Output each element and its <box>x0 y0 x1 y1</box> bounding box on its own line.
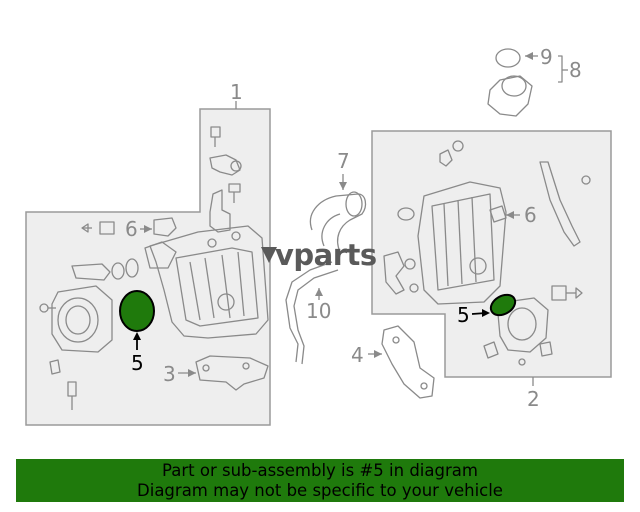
callout-7: 7 <box>337 149 350 173</box>
callout-8: 8 <box>569 58 582 82</box>
callout-5-left: 5 <box>131 351 144 375</box>
gasket-5-left[interactable] <box>119 290 155 332</box>
callout-6-left: 6 <box>125 217 138 241</box>
banner-line-2: Diagram may not be specific to your vehi… <box>137 481 503 500</box>
callout-1: 1 <box>230 80 243 104</box>
callout-9: 9 <box>540 45 553 69</box>
callout-10: 10 <box>306 299 331 323</box>
watermark-text: vparts <box>275 238 377 272</box>
callout-6-right: 6 <box>524 203 537 227</box>
watermark-logo: vparts <box>261 238 377 272</box>
gasket-5-right[interactable] <box>487 291 519 320</box>
callout-4: 4 <box>351 343 364 367</box>
callout-3: 3 <box>163 362 176 386</box>
assembly-panel-2 <box>371 130 612 378</box>
banner-line-1: Part or sub-assembly is #5 in diagram <box>162 461 478 480</box>
info-banner: Part or sub-assembly is #5 in diagram Di… <box>16 459 624 502</box>
callout-2: 2 <box>527 387 540 411</box>
assembly-panel-1 <box>25 108 271 426</box>
callout-5-right: 5 <box>457 303 470 327</box>
